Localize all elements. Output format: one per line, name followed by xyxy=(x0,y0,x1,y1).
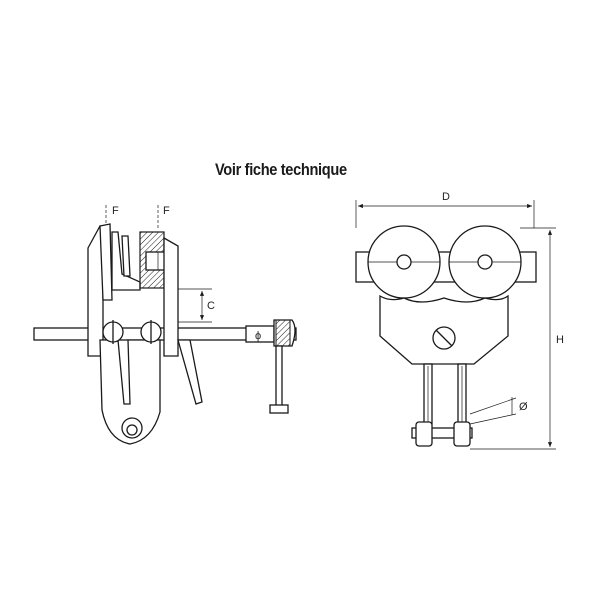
beam-web xyxy=(121,235,131,277)
left-wheel-rim xyxy=(99,223,113,301)
right-side-plate xyxy=(163,236,179,357)
clamp-nut xyxy=(269,404,289,414)
dimension-c-label: C xyxy=(207,300,215,312)
diameter-label: Ø xyxy=(519,401,528,413)
bottom-crossbar xyxy=(411,427,473,439)
f-right-label: F xyxy=(163,205,170,217)
f-left-label: F xyxy=(112,205,119,217)
dimension-h-label: H xyxy=(556,334,564,346)
clamp-screw xyxy=(275,345,283,407)
side-view: F F C ϕ xyxy=(33,205,297,445)
phi-label: ϕ xyxy=(255,330,261,342)
front-view: D H Ø xyxy=(355,191,564,450)
page-title: Voir fiche technique xyxy=(214,160,347,179)
clevis-left xyxy=(415,421,433,447)
clevis-right xyxy=(453,421,471,447)
handle-lever xyxy=(177,339,203,405)
dimension-d-label: D xyxy=(442,191,450,203)
wheel-right-axle xyxy=(477,254,493,270)
hook-pin xyxy=(126,424,138,436)
wheel-left-axle xyxy=(396,254,412,270)
